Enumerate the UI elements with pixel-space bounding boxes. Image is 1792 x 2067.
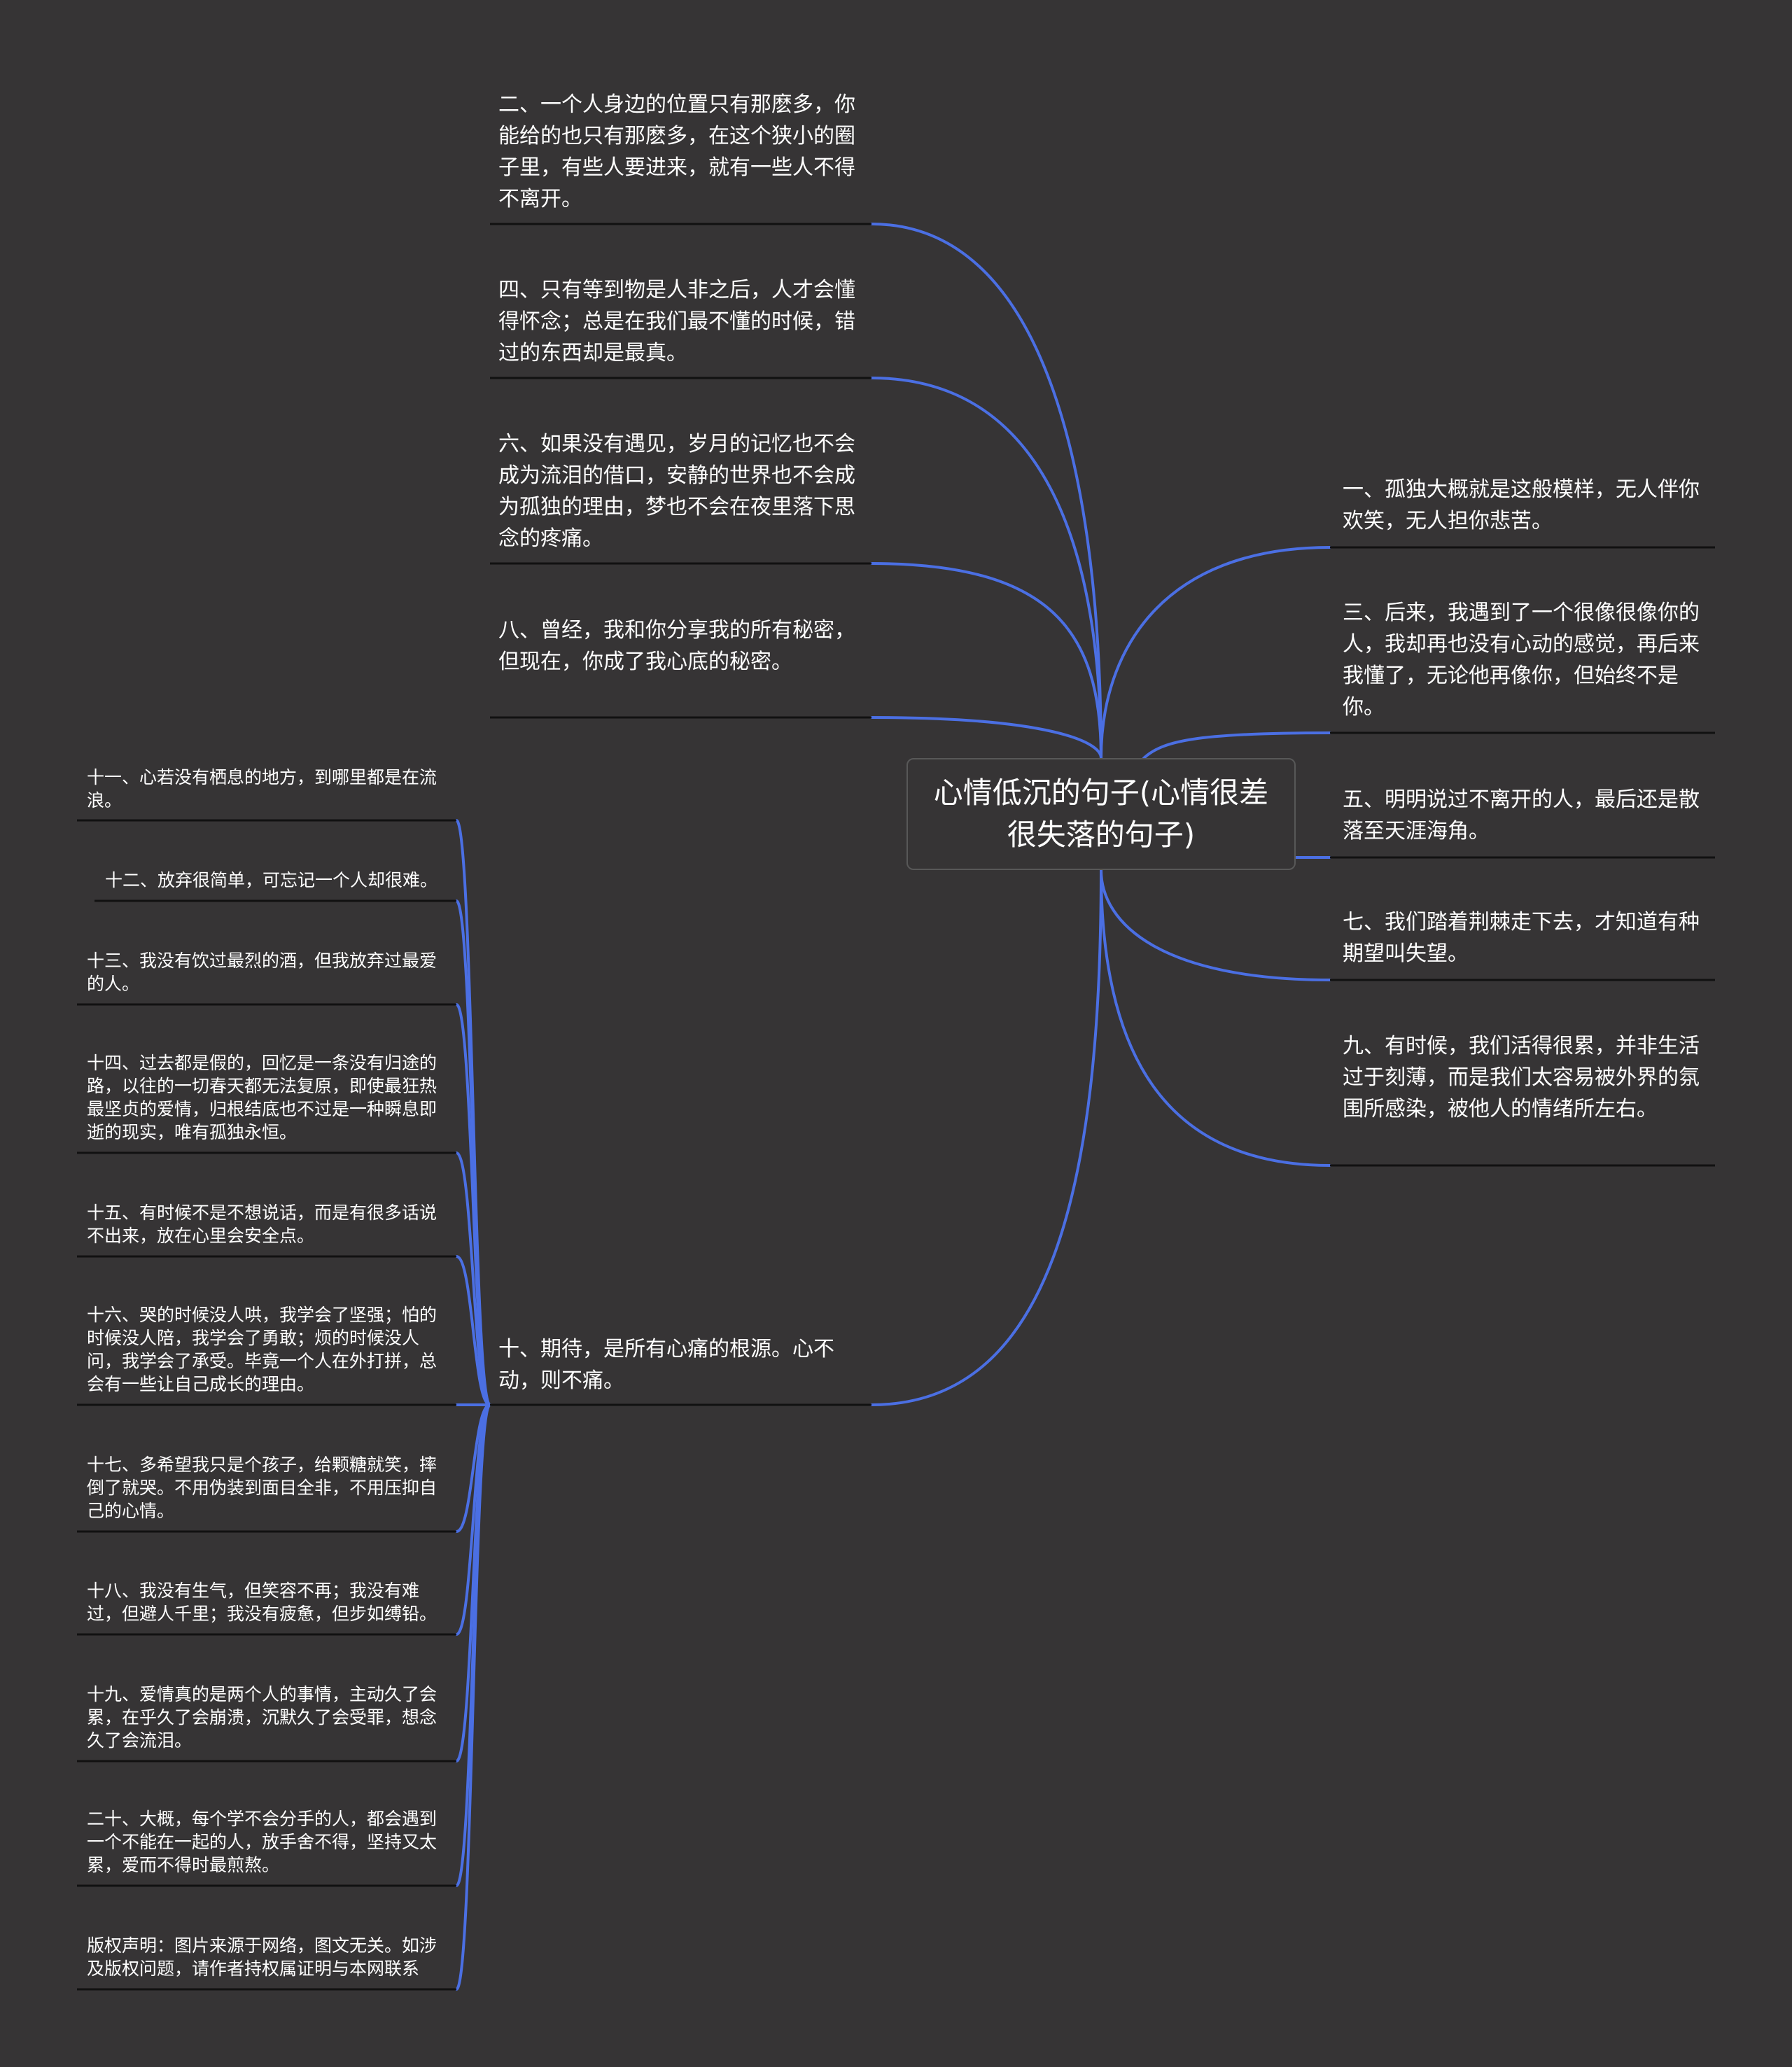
connector-r1 <box>1100 546 1331 759</box>
branch-node-10[interactable]: 十、期待，是所有心痛的根源。心不动，则不痛。 <box>498 1337 834 1393</box>
sub-node-18[interactable]: 十八、我没有生气，但笑容不再；我没有难过，但避人千里；我没有疲惫，但步如缚铅。 <box>87 1581 438 1624</box>
branch-node-3[interactable]: 三、后来，我遇到了一个很像很像你的人，我却再也没有心动的感觉，再后来我懂了，无论… <box>1343 601 1700 720</box>
connector-l1 <box>870 223 1102 759</box>
connector-l2 <box>870 377 1102 759</box>
central-topic-label: 心情低沉的句子(心情很差很失落的句子) <box>933 776 1269 852</box>
branch-node-1[interactable]: 一、孤独大概就是这般模样，无人伴你欢笑，无人担你悲苦。 <box>1343 477 1700 533</box>
central-topic[interactable]: 心情低沉的句子(心情很差很失落的句子) <box>906 758 1296 870</box>
branch-node-4[interactable]: 四、只有等到物是人非之后，人才会懂得怀念；总是在我们最不懂的时候，错过的东西却是… <box>498 278 855 365</box>
connector-l3 <box>870 562 1102 759</box>
connector-l5 <box>870 869 1102 1406</box>
sub-node-16[interactable]: 十六、哭的时候没人哄，我学会了坚强；怕的时候没人陪，我学会了勇敢；烦的时候没人问… <box>87 1305 438 1394</box>
branch-node-7[interactable]: 七、我们踏着荆棘走下去，才知道有种期望叫失望。 <box>1343 910 1700 966</box>
sub-node-19[interactable]: 十九、爱情真的是两个人的事情，主动久了会累，在乎久了会崩溃，沉默久了会受罪，想念… <box>87 1684 438 1751</box>
branch-node-9[interactable]: 九、有时候，我们活得很累，并非生活过于刻薄，而是我们太容易被外界的氛围所感染，被… <box>1343 1034 1700 1121</box>
connector-l4 <box>870 716 1102 759</box>
sub-node-15[interactable]: 十五、有时候不是不想说话，而是有很多话说不出来，放在心里会安全点。 <box>87 1203 438 1246</box>
connector-r2 <box>1142 731 1331 759</box>
connector-s4 <box>455 1151 491 1406</box>
connector-r4 <box>1100 869 1331 981</box>
sub-node-17[interactable]: 十七、多希望我只是个孩子，给颗糖就笑，摔倒了就哭。不用伪装到面目全非，不用压抑自… <box>87 1455 438 1521</box>
sub-node-14[interactable]: 十四、过去都是假的，回忆是一条没有归途的路，以往的一切春天都无法复原，即使最狂热… <box>87 1053 438 1142</box>
sub-node-20[interactable]: 二十、大概，每个学不会分手的人，都会遇到一个不能在一起的人，放手舍不得，坚持又太… <box>87 1809 438 1875</box>
copyright-note[interactable]: 版权声明：图片来源于网络，图文无关。如涉及版权问题，请作者持权属证明与本网联系 <box>87 1935 438 1979</box>
connector-s11 <box>455 1403 491 1991</box>
connector-s5 <box>455 1255 491 1406</box>
branch-node-8[interactable]: 八、曾经，我和你分享我的所有秘密，但现在，你成了我心底的秘密。 <box>498 618 855 674</box>
connector-s3 <box>455 1003 491 1406</box>
sub-node-12[interactable]: 十二、放弃很简单，可忘记一个人却很难。 <box>105 870 438 890</box>
sub-node-13[interactable]: 十三、我没有饮过最烈的酒，但我放弃过最爱的人。 <box>87 951 438 994</box>
sub-node-11[interactable]: 十一、心若没有栖息的地方，到哪里都是在流浪。 <box>87 767 438 811</box>
branch-node-5[interactable]: 五、明明说过不离开的人，最后还是散落至天涯海角。 <box>1343 787 1700 843</box>
branch-node-2[interactable]: 二、一个人身边的位置只有那麽多，你能给的也只有那麽多，在这个狭小的圈子里，有些人… <box>498 92 855 211</box>
branch-node-6[interactable]: 六、如果没有遇见，岁月的记忆也不会成为流泪的借口，安静的世界也不会成为孤独的理由… <box>498 432 855 551</box>
connector-r5 <box>1100 869 1331 1167</box>
